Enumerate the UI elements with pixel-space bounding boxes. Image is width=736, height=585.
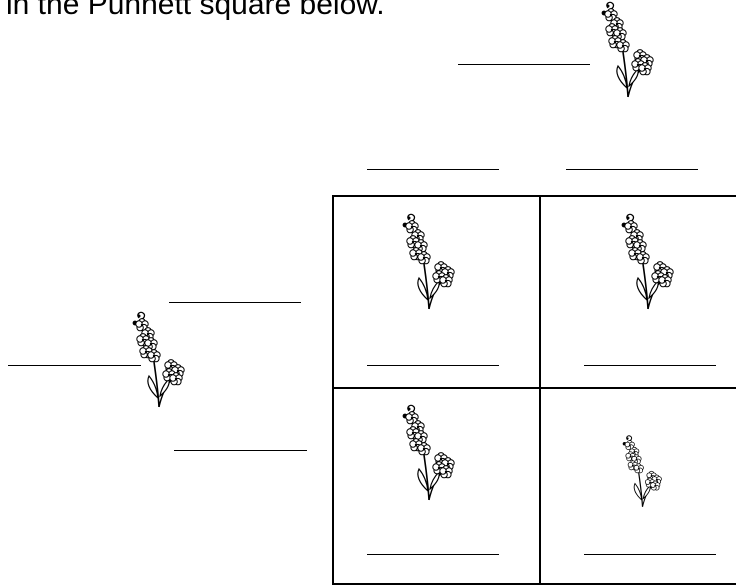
offspring-4-genotype-blank[interactable] (584, 554, 716, 555)
left-gamete-2-blank[interactable] (174, 450, 307, 451)
left-gamete-1-blank[interactable] (169, 302, 301, 303)
left-parent-flower-icon (129, 310, 193, 410)
top-gamete-2-blank[interactable] (566, 169, 698, 170)
left-parent-genotype-blank[interactable] (8, 365, 141, 366)
top-gamete-1-blank[interactable] (367, 169, 499, 170)
punnett-divider-vertical (539, 197, 541, 583)
top-parent-flower-icon (598, 0, 662, 100)
punnett-divider-horizontal (334, 387, 736, 389)
instruction-text: in the Punnett square below. (6, 0, 385, 24)
offspring-2-genotype-blank[interactable] (584, 365, 716, 366)
offspring-3-genotype-blank[interactable] (367, 554, 499, 555)
offspring-2-flower-icon (618, 212, 682, 312)
offspring-4-flower-icon (620, 434, 668, 509)
offspring-1-genotype-blank[interactable] (367, 365, 499, 366)
offspring-3-flower-icon (399, 403, 463, 503)
top-parent-genotype-blank[interactable] (458, 64, 590, 65)
offspring-1-flower-icon (399, 212, 463, 312)
